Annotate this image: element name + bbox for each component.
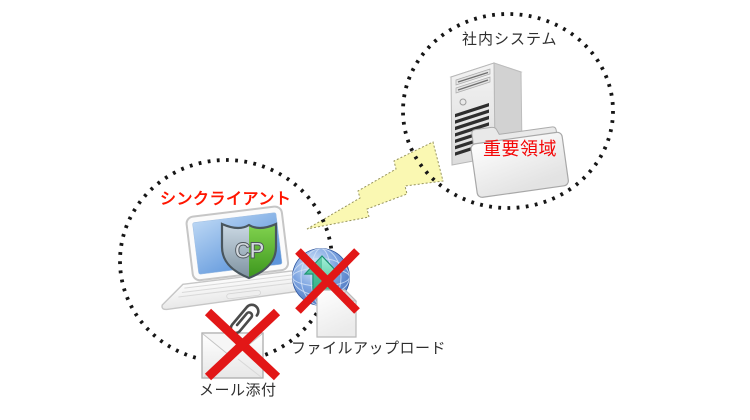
- file-upload-label: ファイルアップロード: [291, 340, 447, 357]
- server-drive-slot: [457, 71, 489, 83]
- server-drive-slot: [457, 79, 489, 91]
- laptop-touchpad: [226, 289, 261, 300]
- folder-front: [470, 131, 569, 198]
- internal-system-zone-circle: [401, 12, 615, 210]
- server-power-button: [459, 98, 467, 106]
- server-vent-stripe: [455, 109, 489, 124]
- laptop-keyboard-row: [184, 274, 294, 289]
- lightning-bolt-icon: [306, 141, 444, 230]
- shield-monogram: CP: [235, 238, 264, 263]
- server-vent-stripe: [455, 103, 489, 118]
- server-vent-stripe: [455, 122, 489, 137]
- folder-icon: [470, 126, 569, 198]
- laptop-keyboard-row: [178, 281, 299, 298]
- important-area-label: 重要領域: [483, 139, 557, 159]
- shield-outline: [220, 222, 278, 280]
- server-vent-stripe: [455, 115, 489, 131]
- cp-shield-icon: CP: [220, 222, 278, 280]
- laptop-keyboard-row: [181, 278, 297, 294]
- upload-blocked-x-icon: [295, 248, 360, 314]
- mail-attachment-label: メール添付: [199, 382, 277, 399]
- thin-client-label: シンクライアント: [160, 191, 292, 208]
- mail-blocked-x-icon: [204, 308, 281, 381]
- internal-system-label: 社内システム: [462, 31, 558, 48]
